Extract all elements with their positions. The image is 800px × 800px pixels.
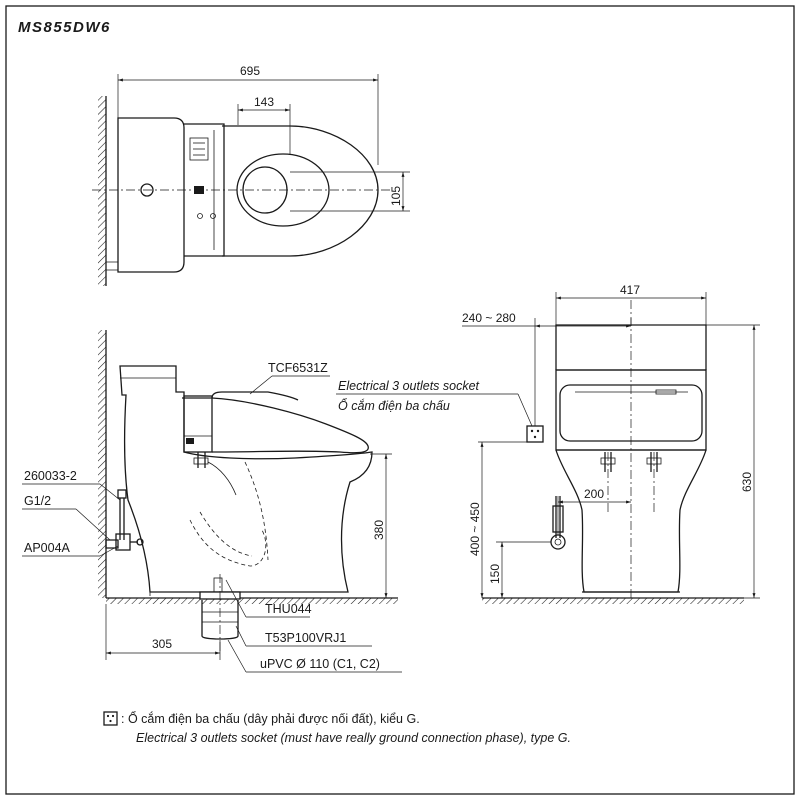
dim-bowl-height: 380 bbox=[372, 520, 386, 540]
dim-overall-height: 630 bbox=[740, 472, 754, 492]
top-view-flush-button bbox=[140, 183, 154, 197]
dim-rough-in-range: 240 ~ 280 bbox=[462, 311, 516, 325]
dim-inlet-spacing: 200 bbox=[584, 487, 604, 501]
dim-wall-to-outlet: 305 bbox=[152, 637, 172, 651]
label-socket-en: Electrical 3 outlets socket bbox=[338, 379, 480, 393]
label-supply-hose: 260033-2 bbox=[24, 469, 77, 483]
dim-overall-length: 695 bbox=[240, 64, 260, 78]
dim-overall-width: 417 bbox=[620, 283, 640, 297]
legend-line-en: Electrical 3 outlets socket (must have r… bbox=[136, 731, 571, 745]
front-view: 417 240 ~ 280 630 400 ~ 450 150 200 bbox=[462, 283, 760, 604]
side-view-trapway bbox=[189, 519, 267, 567]
side-view-wall-hatch bbox=[98, 330, 106, 598]
side-view-floor-hatch bbox=[106, 598, 398, 604]
label-stop-valve: AP004A bbox=[24, 541, 71, 555]
label-flange: THU044 bbox=[265, 602, 312, 616]
sheet-border bbox=[5, 5, 795, 795]
label-socket-vi: Ổ cắm điện ba chấu bbox=[338, 398, 450, 413]
dim-outlet-height-range: 400 ~ 450 bbox=[468, 502, 482, 556]
label-seat-model: TCF6531Z bbox=[268, 361, 328, 375]
side-view: 380 305 260033-2 G1/2 AP004A TCF6531Z TH… bbox=[22, 330, 402, 673]
front-view-stop-valve bbox=[550, 534, 566, 550]
top-view-wall-hatch bbox=[98, 96, 106, 286]
dim-supply-height: 150 bbox=[488, 564, 502, 584]
top-view-seat-ring bbox=[222, 125, 379, 257]
top-view: 695 143 105 bbox=[92, 64, 410, 286]
top-view-control-panel bbox=[189, 137, 209, 161]
front-view-floor-hatch bbox=[482, 598, 744, 604]
front-view-socket bbox=[526, 425, 544, 443]
legend-socket-icon bbox=[103, 711, 118, 726]
dim-seat-offset: 143 bbox=[254, 95, 274, 109]
dim-center-offset: 105 bbox=[389, 186, 403, 206]
top-view-tank-foot bbox=[105, 261, 119, 271]
label-thread-size: G1/2 bbox=[24, 494, 51, 508]
legend-line-vi: : Ổ cắm điện ba chấu (dây phải được nối … bbox=[121, 711, 420, 726]
side-view-seat-lid bbox=[211, 397, 369, 454]
side-view-toilet-body bbox=[119, 365, 373, 593]
label-drain-pipe: T53P100VRJ1 bbox=[265, 631, 346, 645]
socket-callout: Electrical 3 outlets socket Ổ cắm điện b… bbox=[336, 379, 533, 427]
label-pvc-pipe: uPVC Ø 110 (C1, C2) bbox=[260, 657, 380, 671]
model-title: MS855DW6 bbox=[18, 19, 111, 36]
top-view-tank bbox=[117, 117, 185, 273]
legend: : Ổ cắm điện ba chấu (dây phải được nối … bbox=[103, 711, 571, 745]
